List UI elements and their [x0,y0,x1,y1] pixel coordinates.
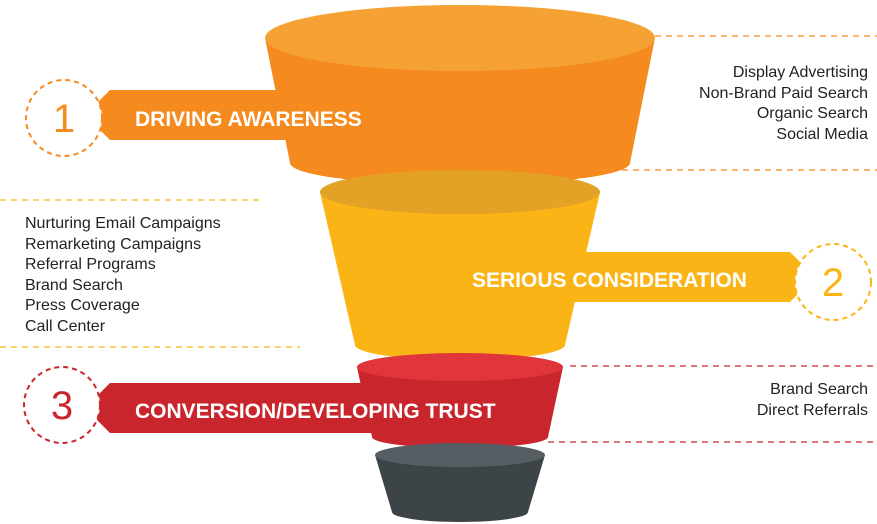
stage-3-label: CONVERSION/DEVELOPING TRUST [135,400,496,423]
funnel-tier-4 [375,443,545,522]
list-item: Nurturing Email Campaigns [25,215,221,232]
list-item: Brand Search [770,381,868,398]
stage-3-number: 3 [51,384,73,428]
list-item: Brand Search [25,276,123,294]
list-item: Call Center [25,317,106,335]
stage-1-label: DRIVING AWARENESS [135,108,362,131]
stage-2-item-list: Nurturing Email Campaigns Remarketing Ca… [25,214,221,337]
funnel-tier-1-body [265,38,655,185]
funnel-tier-2-top [320,170,600,214]
guide-lines [0,35,877,443]
list-item: Direct Referrals [756,401,868,419]
list-item: Organic Search [756,105,868,122]
funnel-tier-3-top [357,353,563,381]
list-item: Non-Brand Paid Search [699,84,868,102]
list-item: Referral Programs [25,256,156,273]
funnel-tier-1: DRIVING AWARENESS 1 [25,5,655,185]
stage-2-number-ring [794,243,872,321]
list-item: Press Coverage [25,297,140,314]
stage-3-item-list: Brand Search Direct Referrals [757,380,868,421]
funnel-tier-3-body [357,367,563,448]
stage-1-number-ring [25,79,103,157]
funnel-tier-4-body [375,455,545,522]
stage-2-label: SERIOUS CONSIDERATION [472,269,747,292]
list-item: Display Advertising [732,64,868,81]
band-stage-1 [85,90,330,140]
funnel-tier-3: CONVERSION/DEVELOPING TRUST 3 [23,353,563,448]
funnel-tier-1-top [265,5,655,71]
band-stage-3 [85,383,420,433]
stage-2-number: 2 [822,261,844,305]
funnel-tier-4-top [375,443,545,467]
band-stage-2 [460,252,815,302]
list-item: Remarketing Campaigns [25,235,202,253]
stage-3-number-ring [23,366,101,444]
funnel-tier-2: SERIOUS CONSIDERATION 2 [320,170,872,360]
list-item: Social Media [776,125,868,143]
stage-1-number: 1 [53,97,75,141]
stage-1-item-list: Display Advertising Non-Brand Paid Searc… [699,63,868,145]
